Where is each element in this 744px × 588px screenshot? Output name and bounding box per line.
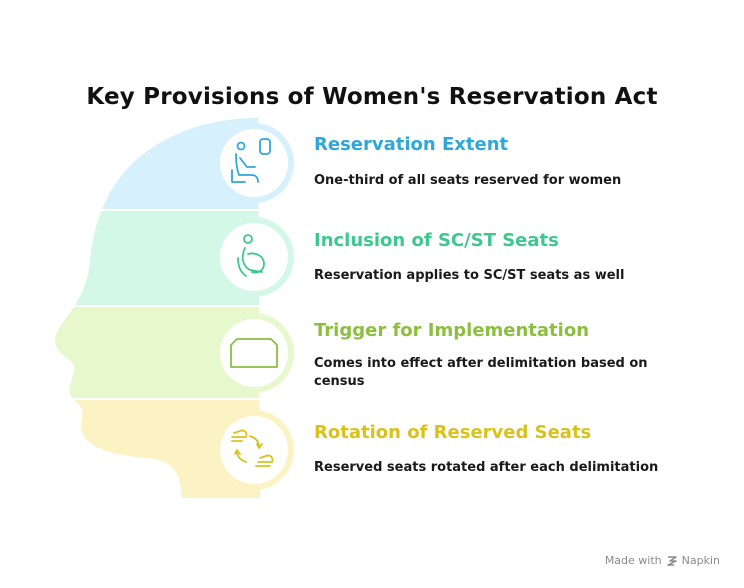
item-title-reservation-extent: Reservation Extent: [314, 134, 509, 155]
icon-circle-1: [214, 123, 294, 203]
page-title: Key Provisions of Women's Reservation Ac…: [86, 84, 658, 110]
rotation-icon: [231, 429, 274, 467]
icon-circle-4: [214, 410, 294, 490]
item-title-trigger-implementation: Trigger for Implementation: [314, 320, 590, 341]
icon-circle-3: [214, 313, 294, 393]
item-description-rotation-seats: Reserved seats rotated after each delimi…: [314, 460, 659, 475]
seat-icon: [231, 138, 271, 183]
napkin-logo-icon: [666, 555, 677, 566]
napkin-brand-label: Napkin: [681, 554, 720, 567]
icon-circle-2: [214, 217, 294, 297]
ticket-icon: [230, 338, 278, 368]
seated-person-icon: [237, 234, 265, 277]
made-with-napkin-footer: Made with Napkin: [605, 554, 720, 567]
item-title-sc-st-seats: Inclusion of SC/ST Seats: [314, 230, 559, 251]
item-description-trigger-implementation: Comes into effect after delimitation bas…: [314, 356, 648, 389]
item-description-sc-st-seats: Reservation applies to SC/ST seats as we…: [314, 268, 625, 283]
made-with-label: Made with: [604, 554, 662, 567]
item-description-reservation-extent: One-third of all seats reserved for wome…: [314, 173, 622, 188]
item-title-rotation-seats: Rotation of Reserved Seats: [314, 422, 592, 443]
